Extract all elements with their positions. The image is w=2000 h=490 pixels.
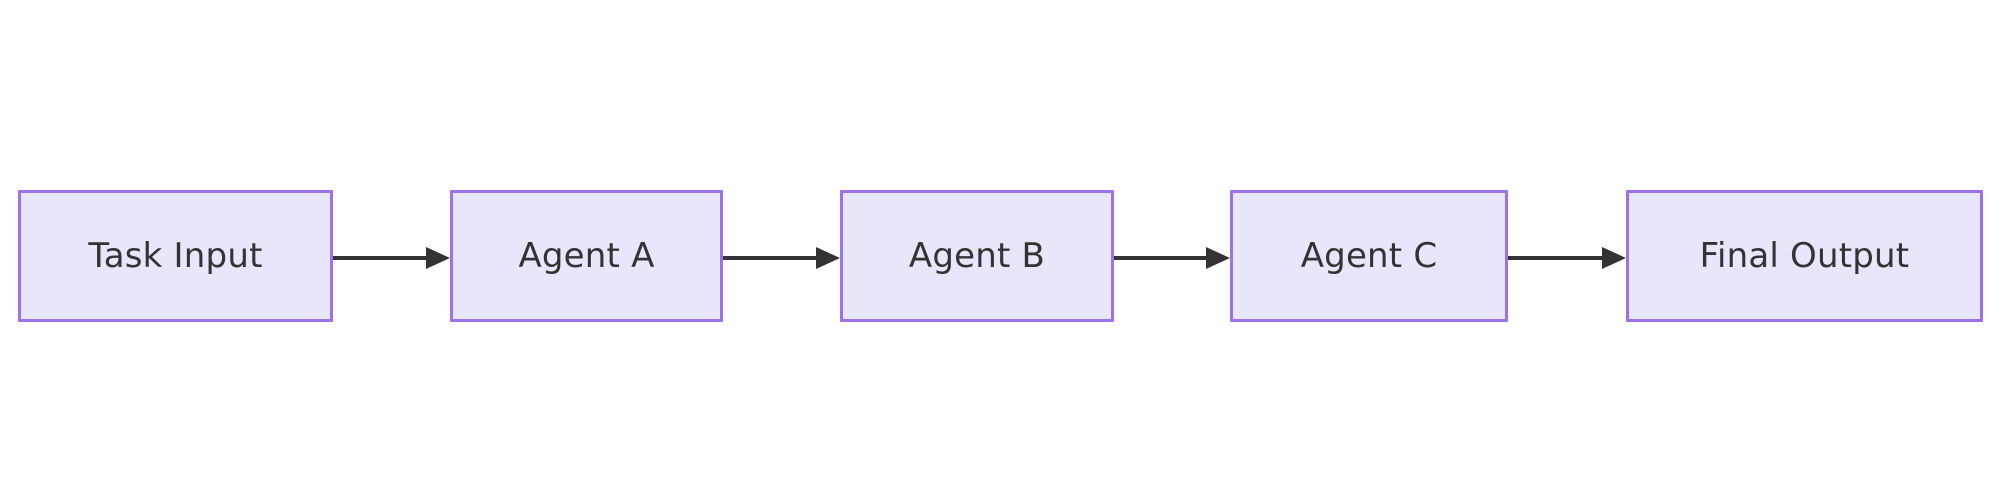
flow-node-label: Final Output (1699, 236, 1910, 276)
flow-node-task-input[interactable]: Task Input (18, 190, 333, 322)
flow-node-label: Agent B (908, 236, 1046, 276)
arrowhead-icon (1206, 247, 1230, 269)
arrowhead-icon (1602, 247, 1626, 269)
flow-node-label: Agent C (1300, 236, 1438, 276)
flow-edge-agent-a-to-agent-b (723, 190, 840, 322)
flow-node-label: Agent A (518, 236, 655, 276)
flow-node-label: Task Input (88, 236, 263, 276)
flow-node-agent-b[interactable]: Agent B (840, 190, 1114, 322)
flow-node-agent-c[interactable]: Agent C (1230, 190, 1508, 322)
flow-node-final-output[interactable]: Final Output (1626, 190, 1983, 322)
flow-edge-task-input-to-agent-a (333, 190, 450, 322)
flowchart-pipeline: Task Input Agent A Agent B (0, 190, 2000, 322)
flow-node-agent-a[interactable]: Agent A (450, 190, 723, 322)
arrowhead-icon (426, 247, 450, 269)
flow-edge-agent-c-to-final-output (1508, 190, 1626, 322)
arrowhead-icon (816, 247, 840, 269)
flow-edge-agent-b-to-agent-c (1114, 190, 1230, 322)
